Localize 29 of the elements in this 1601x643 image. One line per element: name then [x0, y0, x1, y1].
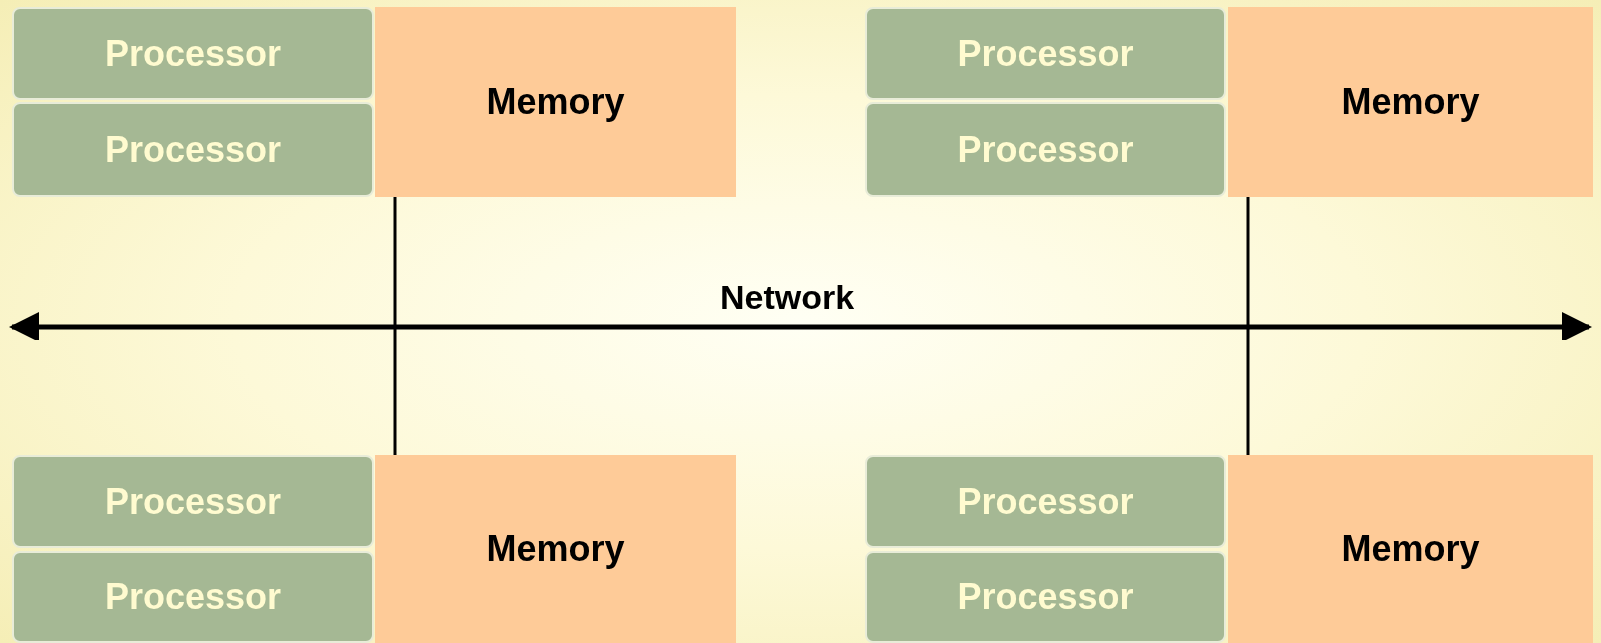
processor-box: [12, 455, 374, 548]
box-label: Processor: [104, 131, 282, 168]
box-label: Memory: [1341, 531, 1480, 567]
box-label: Processor: [104, 579, 282, 615]
box-label: Processor: [957, 483, 1134, 520]
box-label: Processor: [957, 579, 1134, 615]
box-label: Processor: [957, 35, 1134, 72]
processor-box: [12, 102, 374, 197]
connector-line: [393, 327, 397, 455]
box-label: Processor: [957, 131, 1134, 168]
memory-box: [375, 455, 736, 643]
box-label: Memory: [1341, 84, 1480, 120]
memory-box: [1228, 7, 1593, 197]
connector-line: [393, 197, 397, 327]
connector-line: [1246, 197, 1250, 327]
memory-box: [1228, 455, 1593, 643]
processor-box: [865, 102, 1226, 197]
processor-box: [865, 551, 1226, 643]
processor-box: [865, 7, 1226, 100]
network-label: Network: [720, 280, 855, 314]
box-label: Processor: [104, 483, 282, 520]
box-label: Processor: [104, 35, 282, 72]
processor-box: [12, 551, 374, 643]
processor-box: [12, 7, 374, 100]
processor-box: [865, 455, 1226, 548]
memory-box: [375, 7, 736, 197]
connector-line: [1246, 327, 1250, 455]
box-label: Memory: [486, 84, 625, 120]
box-label: Memory: [486, 531, 625, 567]
